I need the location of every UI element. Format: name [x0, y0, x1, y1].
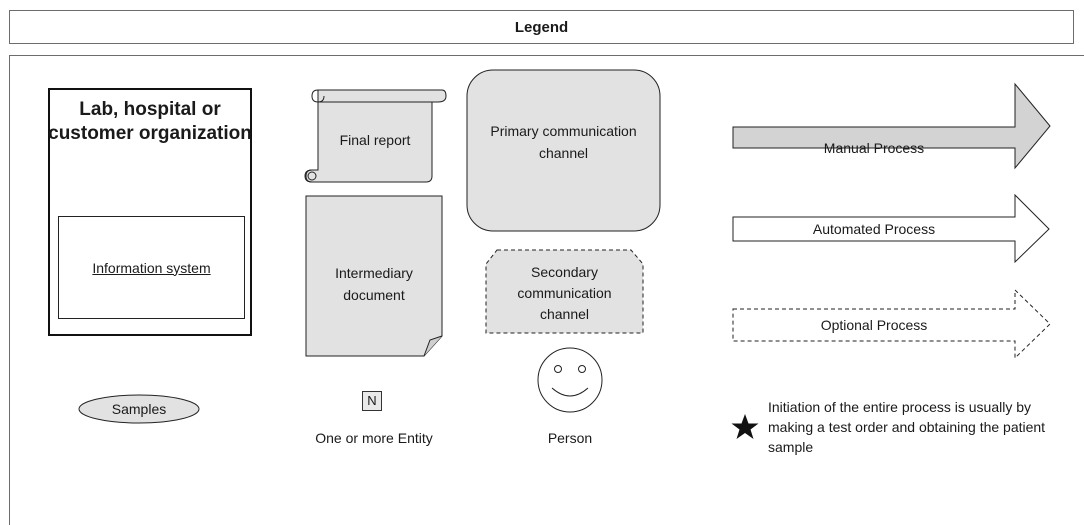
primary-channel-shape	[466, 69, 661, 232]
initiation-note: Initiation of the entire process is usua…	[768, 399, 1046, 455]
information-system-label: Information system	[92, 259, 211, 276]
optional-process-label: Optional Process	[820, 317, 928, 333]
person-smiley-icon	[537, 347, 603, 413]
information-system-box: Information system	[58, 216, 245, 319]
secondary-channel-label: Secondary communication channel	[517, 264, 612, 322]
organization-box	[48, 88, 252, 336]
entity-symbol: N	[362, 391, 382, 411]
samples-ellipse	[78, 394, 200, 424]
automated-process-arrow	[732, 193, 1050, 264]
intermediary-document-label: Intermediary document	[335, 265, 413, 303]
final-report-scroll-icon	[304, 89, 447, 183]
legend-title: Legend	[514, 18, 569, 36]
legend-header: Legend	[9, 10, 1074, 44]
final-report-label: Final report	[339, 132, 411, 148]
manual-process-label: Manual Process	[823, 140, 925, 156]
manual-process-arrow	[732, 82, 1051, 170]
entity-label: One or more Entity	[315, 430, 433, 446]
primary-channel-label: Primary communication channel	[490, 123, 637, 161]
organization-title: Lab, hospital or customer organization	[48, 99, 252, 144]
secondary-channel-shape	[485, 249, 644, 334]
automated-process-label: Automated Process	[812, 221, 936, 237]
optional-process-arrow	[732, 288, 1051, 360]
star-icon	[731, 414, 759, 439]
intermediary-document-icon	[305, 195, 443, 357]
legend-panel	[9, 55, 1084, 525]
person-label: Person	[547, 430, 593, 446]
samples-label: Samples	[111, 401, 167, 417]
legend-shapes	[78, 69, 1051, 439]
